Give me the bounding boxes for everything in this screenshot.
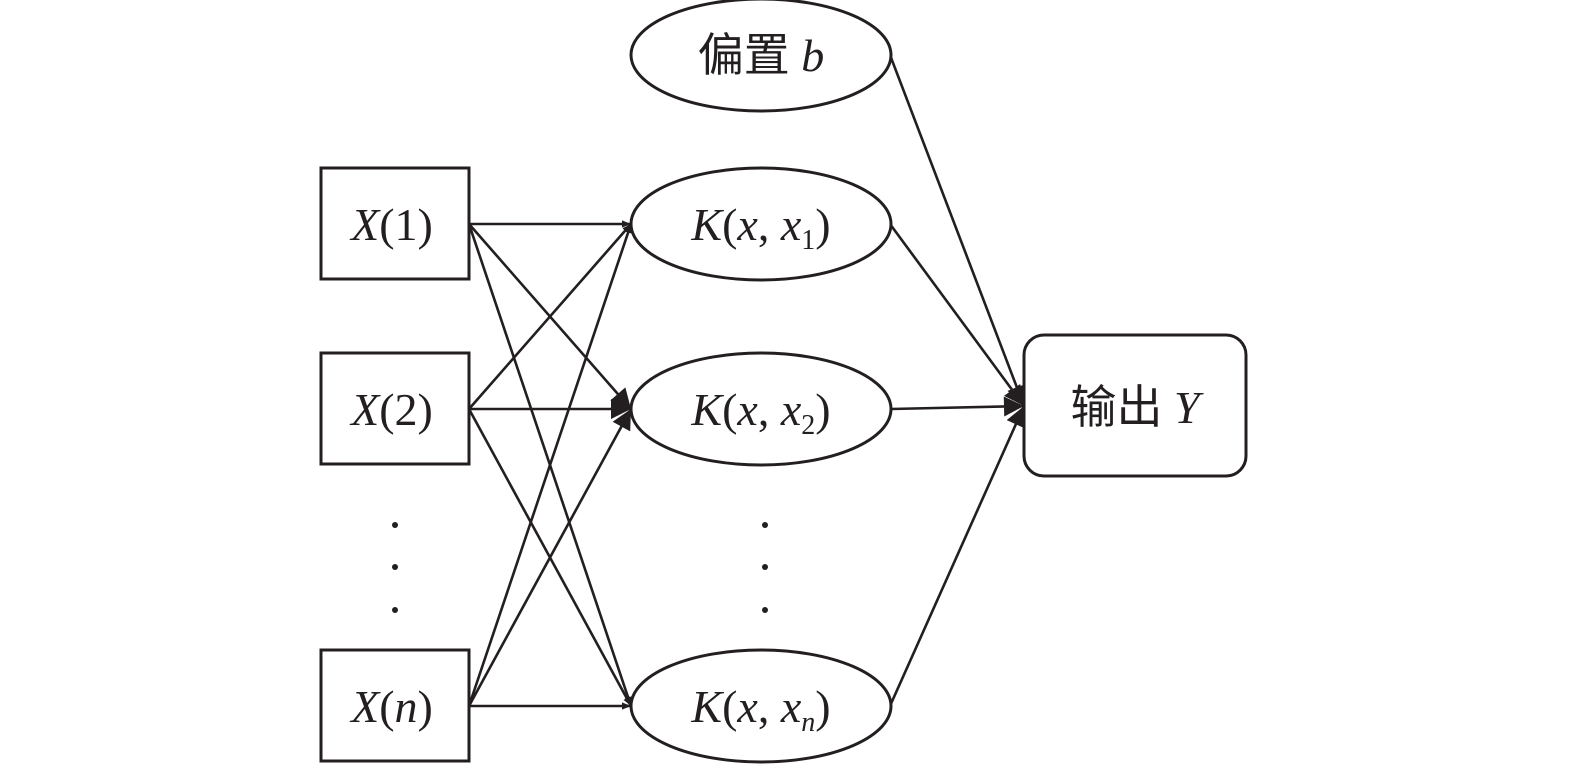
edge-bias-to-output — [888, 54, 1027, 407]
bias-label: 偏置 b — [698, 30, 825, 81]
input-box — [319, 648, 471, 763]
output-box — [1022, 333, 1248, 478]
input-node-x1: X(1) — [319, 166, 471, 281]
kernel-node-k1: K(x, x1) — [629, 166, 893, 282]
ellipsis-dot — [392, 522, 398, 528]
kernel-label: K(x, x2) — [690, 384, 830, 441]
kernel-node-k2: K(x, x2) — [629, 351, 893, 467]
edge-x2-to-k1 — [468, 223, 632, 410]
ellipsis-dot — [762, 522, 768, 528]
bias-node: 偏置 b — [629, 0, 893, 113]
output-node: 输出 Y — [1022, 333, 1248, 478]
kernel-ellipsis — [762, 522, 768, 613]
ellipsis-dot — [762, 607, 768, 613]
kernel-ellipse — [629, 351, 893, 467]
bias-ellipse — [629, 0, 893, 113]
kernel-label: K(x, x1) — [690, 199, 830, 256]
ellipsis-dot — [392, 607, 398, 613]
kernel-label: K(x, xn) — [690, 681, 830, 738]
input-box — [319, 166, 471, 281]
input-label: X(2) — [349, 384, 433, 435]
output-label: 输出 Y — [1070, 382, 1204, 433]
ellipsis-dot — [392, 564, 398, 570]
edge-xn-to-k2 — [467, 408, 633, 707]
kernel-node-kn: K(x, xn) — [629, 648, 893, 764]
input-node-x2: X(2) — [319, 351, 471, 466]
edge-kn-to-output — [888, 405, 1026, 707]
input-node-xn: X(n) — [319, 648, 471, 763]
input-ellipsis — [392, 522, 398, 613]
edges — [467, 54, 1027, 710]
input-label: X(1) — [349, 199, 433, 250]
input-label: X(n) — [349, 681, 433, 732]
kernel-ellipse — [629, 166, 893, 282]
input-box — [319, 351, 471, 466]
edge-k2-to-output — [890, 396, 1025, 417]
edge-xn-to-k1 — [467, 223, 633, 707]
edge-k1-to-output — [888, 223, 1026, 407]
kernel-ellipse — [629, 648, 893, 764]
ellipsis-dot — [762, 564, 768, 570]
